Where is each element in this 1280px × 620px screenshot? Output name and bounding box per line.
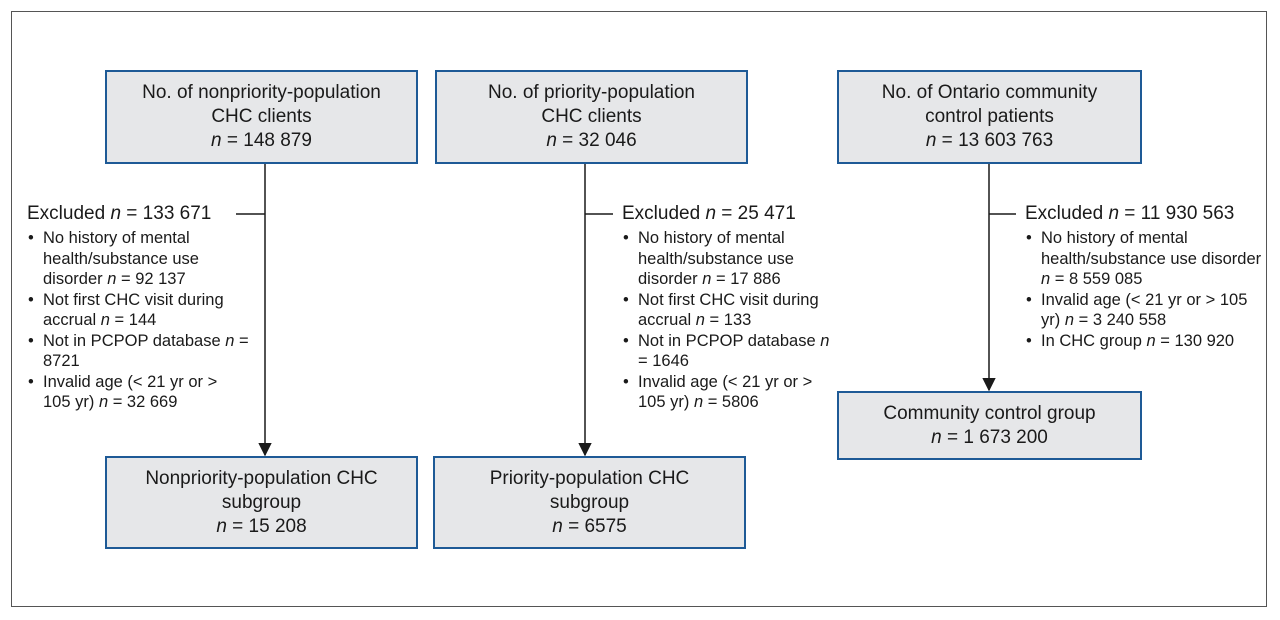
exclusion-item: Not first CHC visit during accrual n = 1… [622,290,832,331]
exclusion-item: Not first CHC visit during accrual n = 1… [27,290,249,331]
exclusion-block-community: Excluded n = 11 930 563 No history of men… [1025,202,1265,351]
exclusion-list: No history of mental health/substance us… [1025,228,1265,351]
exclusion-block-nonpriority: Excluded n = 133 671 No history of mental… [27,202,249,413]
exclusion-item: In CHC group n = 130 920 [1025,331,1265,352]
exclusion-item: Invalid age (< 21 yr or > 105 yr) n = 3 … [1025,290,1265,331]
exclusion-item: No history of mental health/substance us… [1025,228,1265,290]
exclusion-item: No history of mental health/substance us… [27,228,249,290]
exclusion-list: No history of mental health/substance us… [27,228,249,413]
exclusion-list: No history of mental health/substance us… [622,228,832,413]
exclusion-heading: Excluded n = 11 930 563 [1025,203,1235,224]
bottom-box-title: Community control group [883,402,1096,424]
exclusion-item: Invalid age (< 21 yr or > 105 yr) n = 58… [622,372,832,413]
exclusion-item: Invalid age (< 21 yr or > 105 yr) n = 32… [27,372,249,413]
top-box-count: n = 32 046 [546,130,637,151]
top-box-count: n = 13 603 763 [925,130,1054,151]
bottom-box-count: n = 6575 [552,515,627,537]
exclusion-heading: Excluded n = 25 471 [622,203,796,224]
bottom-box-count: n = 15 208 [216,515,307,537]
bottom-box-count: n = 1 673 200 [931,426,1048,448]
figure-frame [11,11,1267,607]
top-box-count: n = 148 879 [211,130,312,151]
exclusion-item: Not in PCPOP database n = 1646 [622,331,832,372]
bottom-box-community: Community control group n = 1 673 200 [837,391,1142,460]
exclusion-heading: Excluded n = 133 671 [27,203,212,224]
exclusion-item: Not in PCPOP database n = 8721 [27,331,249,372]
exclusion-item: No history of mental health/substance us… [622,228,832,290]
exclusion-block-priority: Excluded n = 25 471 No history of mental … [622,202,832,413]
